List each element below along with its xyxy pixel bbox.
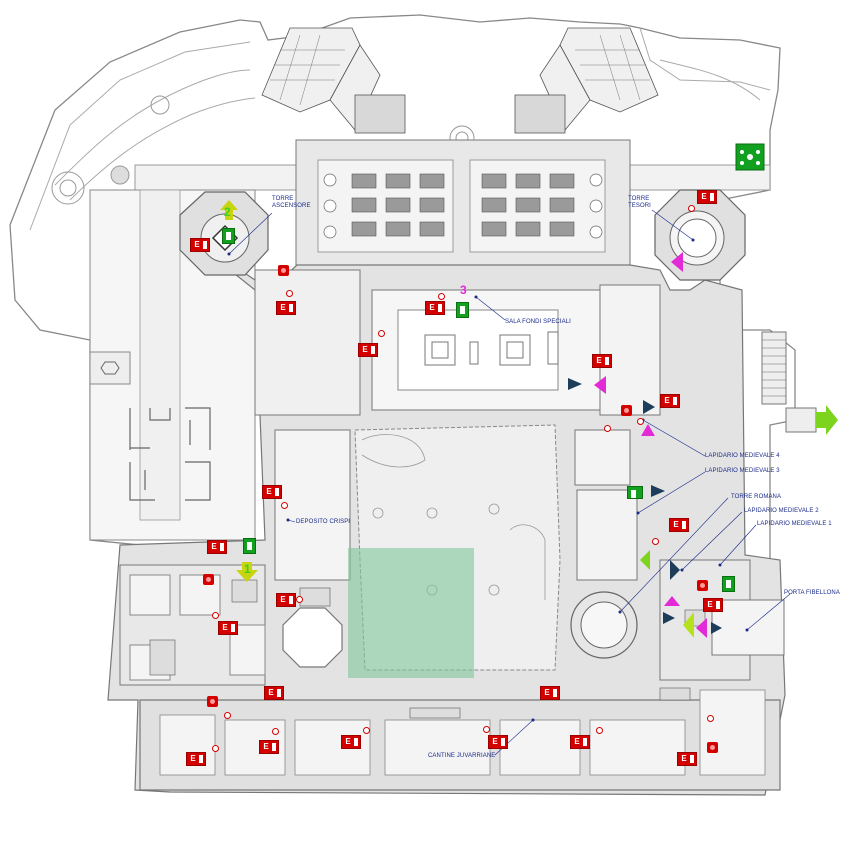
fire-extinguisher-icon: E (592, 354, 612, 368)
magenta-arrow-5 (664, 596, 680, 606)
detector-icon (281, 502, 288, 509)
navy-arrow-6 (711, 622, 722, 634)
fire-extinguisher-icon: E (218, 621, 238, 635)
lime-arrow-up (220, 200, 238, 220)
garden-inner-outline (29, 41, 251, 231)
emergency-exit-icon (456, 302, 469, 318)
label-torre-ascensore: TORRE ASCENSORE (272, 196, 311, 209)
emergency-exit-icon (222, 228, 235, 244)
fire-extinguisher-icon: E (190, 238, 210, 252)
detector-icon (224, 712, 231, 719)
navy-arrow-5 (663, 612, 675, 624)
detector-icon (637, 418, 644, 425)
fire-extinguisher-icon: E (660, 394, 680, 408)
fire-extinguisher-icon: E (358, 343, 378, 357)
detector-icon (212, 612, 219, 619)
detector-icon (212, 745, 219, 752)
exit-number-2: 2 (224, 205, 231, 219)
label-lapidario-medievale-2: LAPIDARIO MEDIEVALE 2 (744, 508, 819, 514)
lime-arrow-left-2 (683, 612, 694, 638)
magenta-arrow-2 (671, 252, 683, 272)
fire-hydrant-icon (697, 580, 708, 591)
detector-icon (604, 425, 611, 432)
fire-extinguisher-icon: E (570, 735, 590, 749)
fire-extinguisher-icon: E (186, 752, 206, 766)
detector-icon (483, 726, 490, 733)
magenta-arrow-1 (594, 376, 606, 394)
fire-hydrant-icon (278, 265, 289, 276)
detector-icon (378, 330, 385, 337)
navy-arrow-2 (643, 400, 655, 414)
lime-arrow-down (236, 562, 258, 582)
emergency-exit-icon (627, 486, 643, 499)
navy-arrow-3 (651, 485, 665, 497)
detector-icon (652, 538, 659, 545)
fire-extinguisher-icon: E (259, 740, 279, 754)
detector-icon (707, 715, 714, 722)
label-cantine-juvarriane: CANTINE JUVARRIANE (428, 753, 496, 759)
magenta-arrow-4 (696, 618, 707, 638)
fire-extinguisher-icon: E (669, 518, 689, 532)
fire-extinguisher-icon: E (703, 598, 723, 612)
detector-icon (296, 596, 303, 603)
fire-extinguisher-icon: E (207, 540, 227, 554)
fire-extinguisher-icon: E (488, 735, 508, 749)
label-torre-romana: TORRE ROMANA (731, 494, 782, 500)
fire-extinguisher-icon: E (262, 485, 282, 499)
greenhouse-left (261, 27, 406, 134)
label-lapidario-medievale-4: LAPIDARIO MEDIEVALE 4 (705, 453, 780, 459)
lime-arrow-left-1 (640, 550, 650, 570)
fire-extinguisher-icon: E (341, 735, 361, 749)
label-porta-fibellona: PORTA FIBELLONA (784, 590, 840, 596)
octagon-room (282, 607, 343, 668)
fire-extinguisher-icon: E (677, 752, 697, 766)
fire-hydrant-icon (207, 696, 218, 707)
fire-extinguisher-icon: E (425, 301, 445, 315)
exit-number-1: 1 (244, 562, 251, 576)
fire-extinguisher-icon: E (276, 593, 296, 607)
fire-hydrant-icon (203, 574, 214, 585)
label-deposito-crispi: DEPOSITO CRISPI (296, 519, 351, 525)
magenta-arrow-3 (641, 424, 655, 436)
navy-arrow-4 (670, 560, 680, 580)
detector-icon (272, 728, 279, 735)
fire-extinguisher-icon: E (697, 190, 717, 204)
fire-hydrant-icon (621, 405, 632, 416)
label-torre-tesori: TORRE TESORI (628, 196, 651, 209)
highlight-zone (348, 548, 474, 678)
fire-extinguisher-icon: E (540, 686, 560, 700)
detector-icon (596, 727, 603, 734)
exit-number-3: 3 (460, 283, 467, 297)
label-lapidario-medievale-1: LAPIDARIO MEDIEVALE 1 (757, 521, 832, 527)
navy-arrow-1 (568, 378, 582, 390)
detector-icon (438, 293, 445, 300)
detector-icon (688, 205, 695, 212)
emergency-exit-icon (243, 538, 256, 554)
fire-extinguisher-icon: E (264, 686, 284, 700)
fire-extinguisher-icon: E (276, 301, 296, 315)
label-sala-fondi-speciali: SALA FONDI SPECIALI (505, 319, 571, 325)
emergency-exit-icon (722, 576, 735, 592)
fire-hydrant-icon (707, 742, 718, 753)
detector-icon (363, 727, 370, 734)
label-lapidario-medievale-3: LAPIDARIO MEDIEVALE 3 (705, 468, 780, 474)
greenhouse-right (514, 27, 659, 134)
detector-icon (286, 290, 293, 297)
lime-exit-arrow-east (816, 405, 838, 435)
